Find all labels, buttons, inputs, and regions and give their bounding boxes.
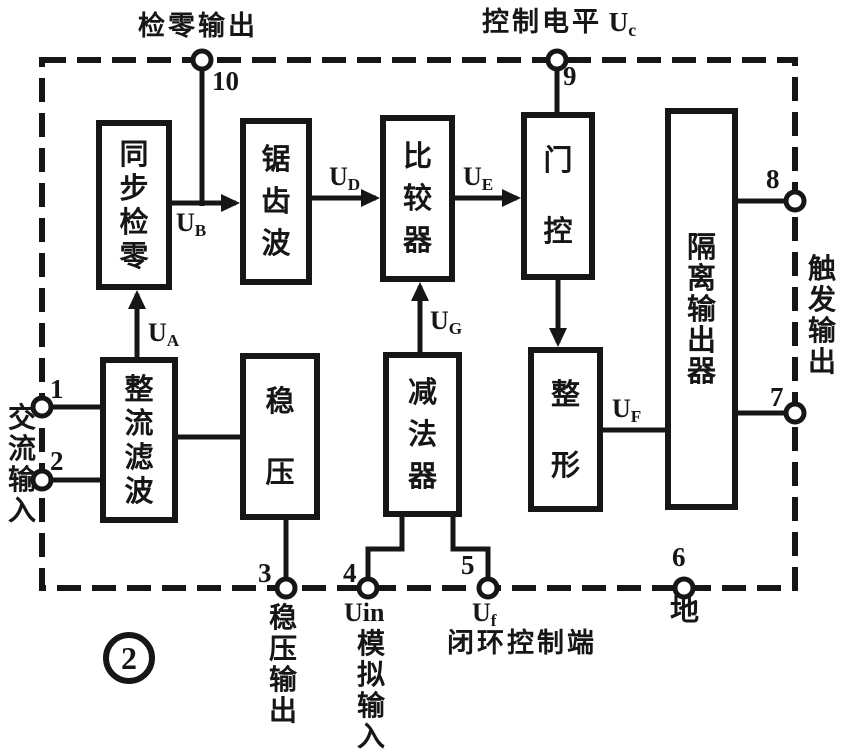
signal-label-ug: UG xyxy=(430,306,463,338)
pin-number-3: 3 xyxy=(258,558,272,588)
arrowhead-into-comparator-bottom xyxy=(411,282,429,301)
pin-number-8: 8 xyxy=(766,164,780,194)
label-analog-input: 模拟输入 xyxy=(356,626,385,750)
pin-number-9: 9 xyxy=(563,61,577,91)
arrowhead-into-sync-bottom xyxy=(128,290,146,309)
pin-number-1: 1 xyxy=(50,374,64,404)
block-label: 同步检零 xyxy=(119,136,149,273)
block-label: 门控 xyxy=(543,143,573,248)
signal-label-ue: UE xyxy=(463,162,494,194)
block-isolated-output: 隔离输出器 xyxy=(665,108,738,510)
block-subtractor: 减法器 xyxy=(383,352,462,517)
label-regulated-output: 稳压输出 xyxy=(268,600,297,727)
pin-number-2: 2 xyxy=(50,446,64,476)
label-control-level-text: 控制电平 xyxy=(482,7,602,38)
signal-label-uf-internal: UF xyxy=(612,394,642,426)
signal-label-ub: UB xyxy=(176,208,207,240)
block-comparator: 比较器 xyxy=(380,115,455,282)
label-ground: 地 xyxy=(670,593,703,627)
block-label: 比较器 xyxy=(402,139,432,257)
pin-number-4: 4 xyxy=(343,558,357,588)
block-label: 锯齿波 xyxy=(261,142,291,260)
terminal-6 xyxy=(672,576,696,600)
arrowhead-into-shaper xyxy=(549,328,567,347)
terminal-10 xyxy=(190,48,214,72)
wire-subtractor-to-pin4 xyxy=(365,517,405,588)
block-rectifier-filter: 整流滤波 xyxy=(100,357,178,523)
block-shaper: 整形 xyxy=(528,347,603,512)
label-control-level: 控制电平 Uc xyxy=(482,9,636,40)
block-label: 隔离输出器 xyxy=(686,229,716,388)
terminal-3 xyxy=(274,576,298,600)
block-label: 减法器 xyxy=(407,375,437,493)
terminal-7 xyxy=(783,401,807,425)
terminal-1 xyxy=(30,395,54,419)
block-voltage-regulator: 稳压 xyxy=(240,353,320,520)
terminal-4 xyxy=(356,576,380,600)
signal-label-ua: UA xyxy=(148,318,180,350)
pin-number-7: 7 xyxy=(770,382,784,412)
figure-number-badge: 2 xyxy=(103,632,155,684)
terminal-2 xyxy=(30,468,54,492)
arrowhead-into-comparator xyxy=(361,189,380,207)
terminal-9 xyxy=(545,48,569,72)
block-label: 稳压 xyxy=(265,383,295,489)
figure-number: 2 xyxy=(121,639,137,676)
terminal-8 xyxy=(783,189,807,213)
signal-label-uf-feedback: Uf xyxy=(472,598,497,630)
label-ac-input: 交流输入 xyxy=(7,400,36,527)
arrowhead-into-sawtooth xyxy=(221,194,240,212)
label-trigger-output: 触发输出 xyxy=(807,251,836,378)
signal-label-uc: Uc xyxy=(608,7,637,40)
block-label: 整流滤波 xyxy=(124,371,154,508)
label-closed-loop-control: 闭环控制端 xyxy=(447,628,597,659)
pin-number-5: 5 xyxy=(461,550,475,580)
block-gate-control: 门控 xyxy=(521,112,595,280)
block-sawtooth-generator: 锯齿波 xyxy=(240,118,312,285)
pin-number-10: 10 xyxy=(212,66,239,96)
terminal-5 xyxy=(476,576,500,600)
signal-label-uin: Uin xyxy=(344,598,385,627)
signal-label-ud: UD xyxy=(329,162,361,194)
pin-number-6: 6 xyxy=(672,542,686,572)
wire-subtractor-to-pin5 xyxy=(450,517,491,588)
block-sync-zero-detector: 同步检零 xyxy=(96,120,172,290)
ic-dashed-boundary xyxy=(39,57,798,591)
block-label: 整形 xyxy=(550,376,580,482)
arrowhead-into-gate xyxy=(502,189,521,207)
label-zero-check-output: 检零输出 xyxy=(138,11,258,42)
